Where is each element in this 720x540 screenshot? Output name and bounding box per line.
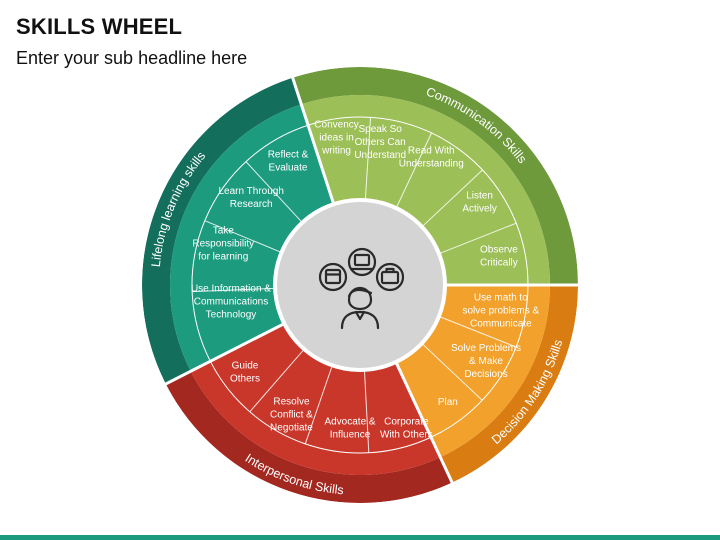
interpersonal-inner-arc [209,361,432,454]
person-icon [340,286,380,330]
lifelong-item-label: Reflect &Evaluate [268,149,309,173]
decision-inner-arc [430,284,529,438]
interpersonal-item-divider [304,365,333,445]
lifelong-item-divider [204,220,282,253]
footer-accent-bar [0,535,720,540]
page-subtitle: Enter your sub headline here [16,48,248,68]
interpersonal-item-divider [249,348,305,413]
interpersonal-item-label: Advocate &Influence [324,417,375,441]
decision-item-label: Plan [438,397,458,408]
lifelong-item-divider [245,161,303,223]
briefcase-icon [375,262,405,292]
window-icon [318,262,348,292]
laptop-icon [347,247,377,277]
lifelong-item-divider [192,287,276,293]
decision-item-divider [438,315,517,348]
decision-item-divider [421,342,483,401]
page-title: SKILLS WHEEL [16,14,183,39]
communication-inner-arc [307,116,529,286]
wheel-outer-border [140,65,580,505]
communication-item-divider [395,132,432,209]
communication-ring-band [292,66,578,286]
interpersonal-item-divider [363,369,370,453]
communication-item-divider [438,222,517,255]
communication-item-divider [421,169,483,228]
interpersonal-ring-band [165,371,453,504]
communication-item-divider [364,117,372,201]
center-circle [273,198,447,372]
decision-ring-band [440,285,578,483]
lifelong-inner-arc [191,124,309,362]
lifelong-ring-band [141,77,302,384]
